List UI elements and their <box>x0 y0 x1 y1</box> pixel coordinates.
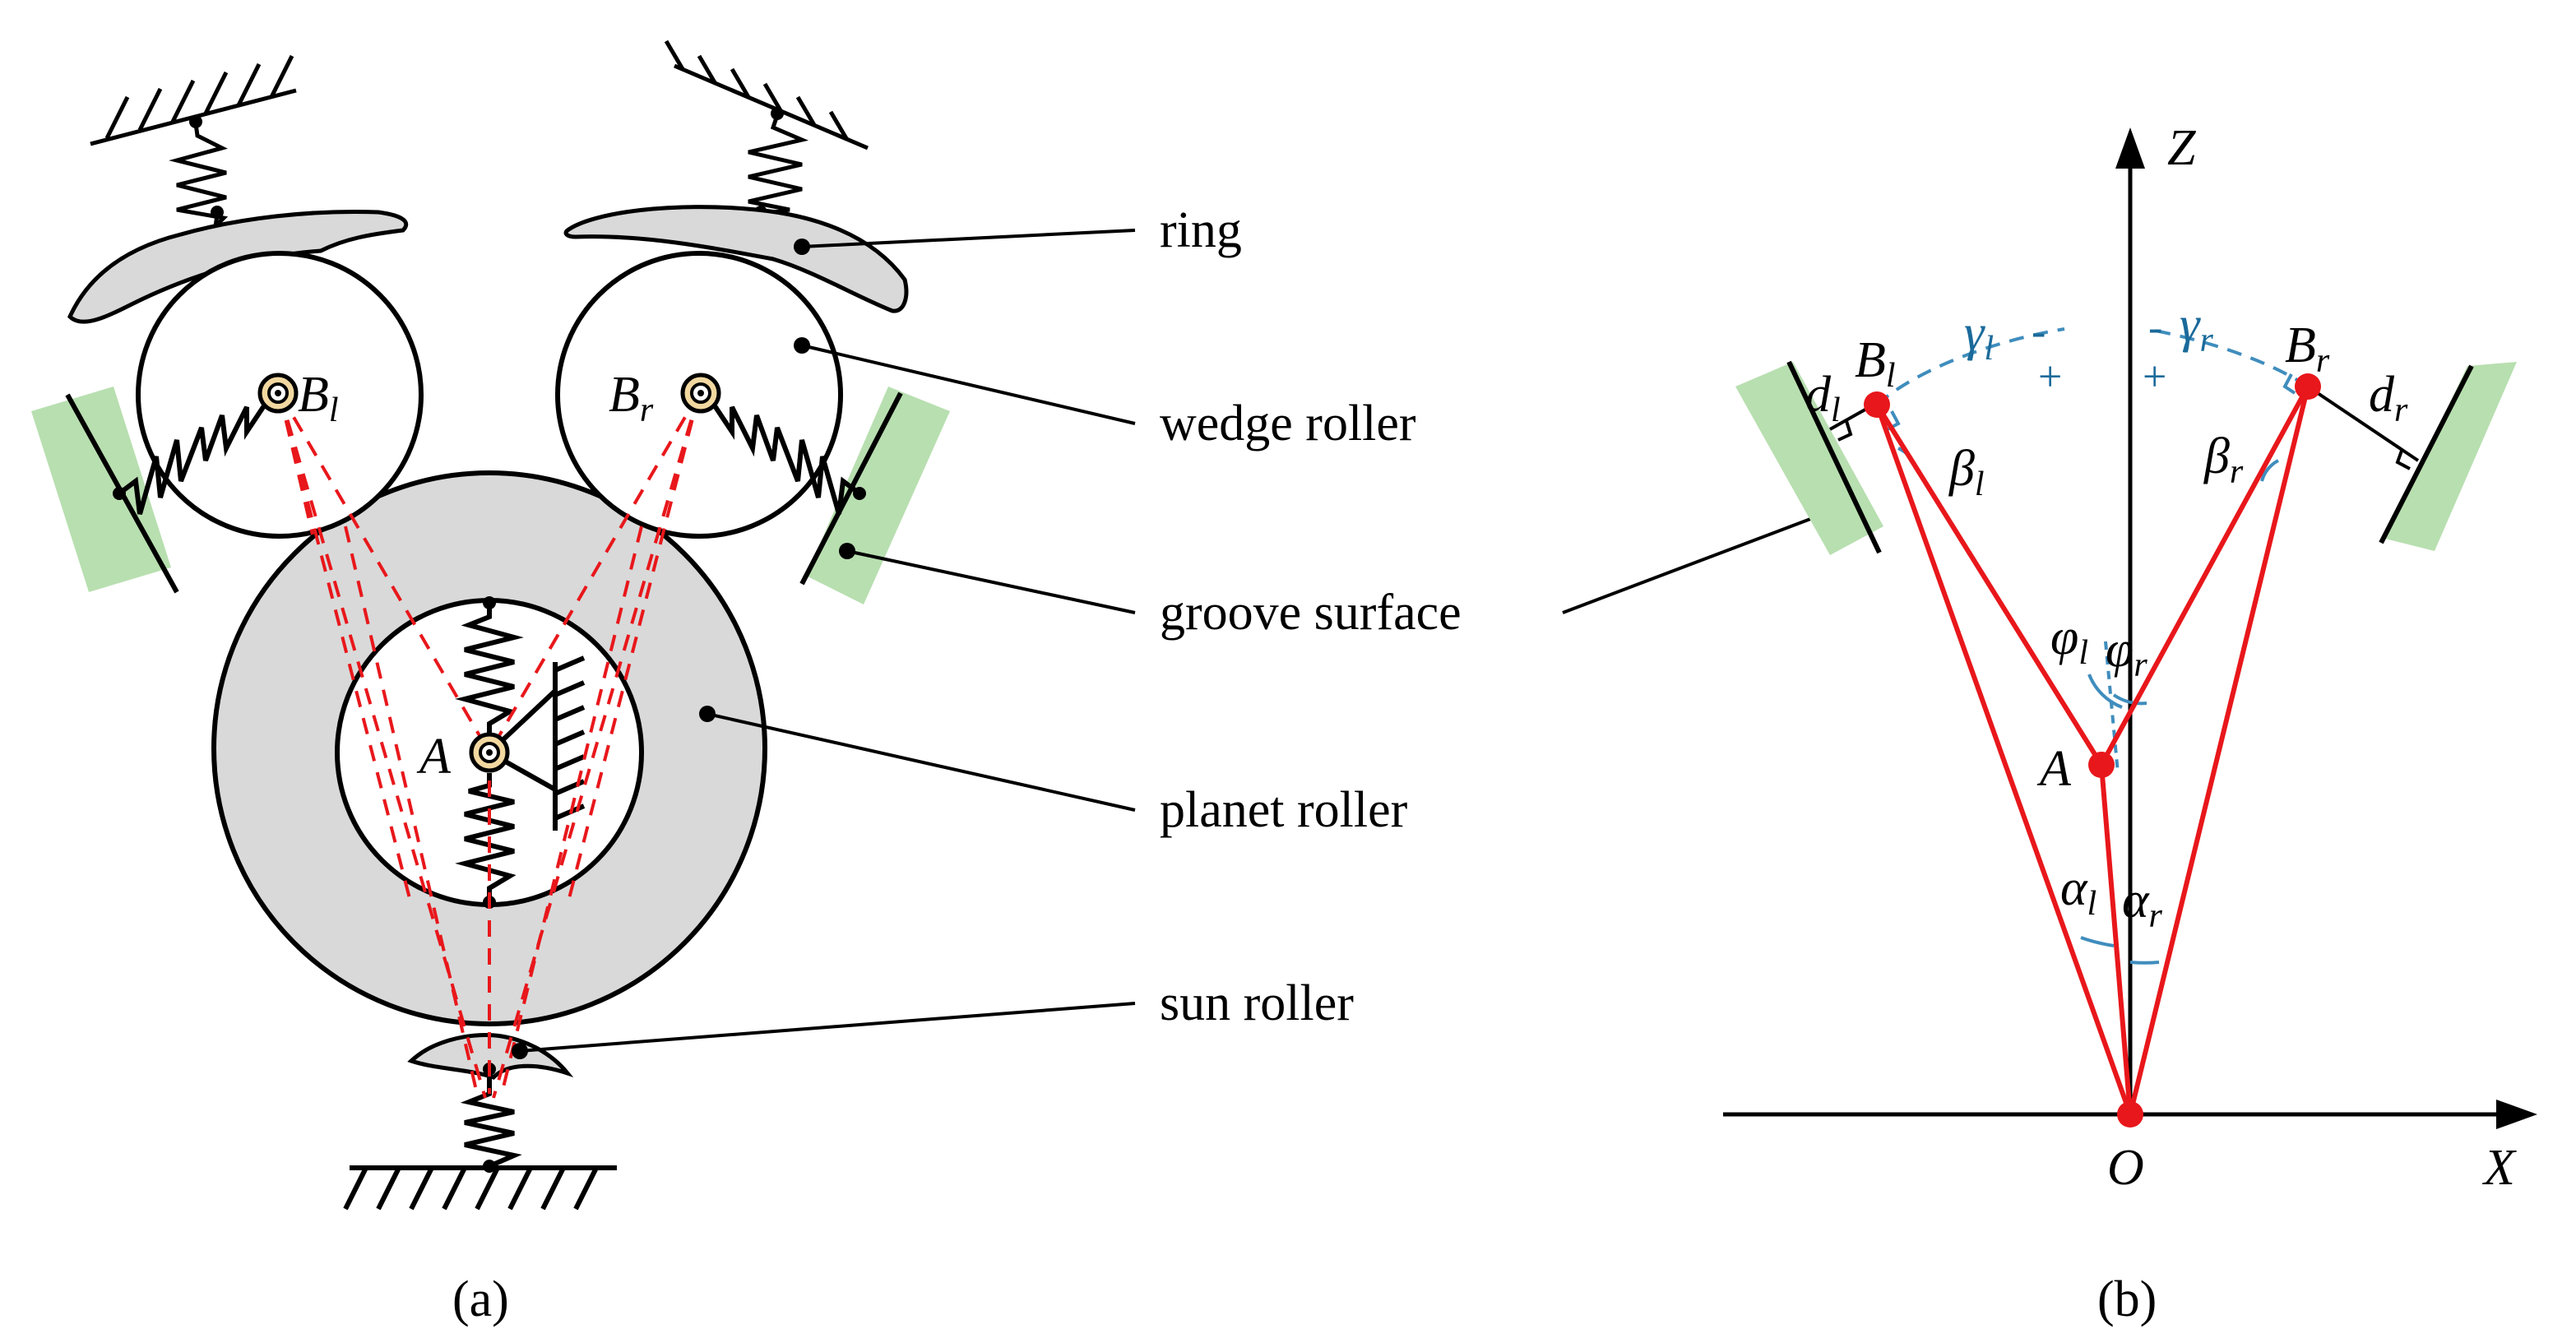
pin-br <box>680 373 721 414</box>
label-beta-r: βr <box>2203 428 2244 491</box>
ring-right <box>563 205 909 313</box>
label-dl: dl <box>1805 367 1841 429</box>
dashed-geometry-a <box>278 391 701 1099</box>
pin-a <box>469 732 510 773</box>
inner-fixed-wall <box>487 655 586 831</box>
spring-planet-lower <box>455 773 517 901</box>
groove-surface-b-right <box>2379 362 2517 551</box>
sign-plus-l: + <box>2038 354 2062 401</box>
callout-wedge-roller: wedge roller <box>1160 396 1416 452</box>
axes <box>1723 160 2509 1117</box>
d-lines <box>1829 385 2420 470</box>
sun-roller <box>407 1033 574 1080</box>
spring-top-left <box>169 123 229 233</box>
label-gamma-l: γl <box>1964 305 1994 368</box>
ground-top-right <box>664 39 869 151</box>
spring-wedge-right <box>705 393 861 515</box>
label-br: Br <box>609 367 654 429</box>
sign-minus-r: - <box>2148 304 2162 351</box>
z-axis-arrow <box>2115 127 2145 169</box>
axis-label-x: X <box>2481 1140 2517 1196</box>
spring-planet-upper <box>455 604 524 740</box>
label-a: A <box>416 729 452 785</box>
spring-top-right <box>748 114 809 216</box>
panel-b: Z X O <box>1723 120 2537 1327</box>
label-bl: Bl <box>298 367 339 429</box>
pin-bl <box>257 373 299 414</box>
callout-ring: ring <box>1160 202 1242 258</box>
callout-lines <box>519 229 1136 1053</box>
callout-planet-roller: planet roller <box>1160 782 1408 838</box>
panel-a: Bl Br A ring wedge roller groove surface… <box>31 39 1838 1327</box>
callout-dots <box>512 238 855 1059</box>
label-gamma-r: γr <box>2180 297 2213 359</box>
callout-groove-surface: groove surface <box>1160 585 1462 641</box>
label-origin: O <box>2107 1140 2144 1196</box>
caption-b: (b) <box>2097 1271 2157 1327</box>
x-axis-arrow <box>2496 1100 2537 1129</box>
sign-plus-r: + <box>2143 354 2166 401</box>
callout-line-groove-b <box>1562 510 1831 614</box>
label-b-br: Br <box>2285 317 2330 380</box>
pin-dot <box>189 115 202 128</box>
label-phi-r: φr <box>2106 622 2147 684</box>
ring-left <box>67 209 409 324</box>
label-b-bl: Bl <box>1855 332 1896 395</box>
spring-bottom <box>460 1069 522 1169</box>
points-b <box>1864 373 2321 1128</box>
callout-sun-roller: sun roller <box>1160 975 1354 1031</box>
label-dr: dr <box>2369 367 2408 429</box>
axis-label-z: Z <box>2167 120 2196 176</box>
groove-surface-b-left <box>1735 360 1883 555</box>
spring-wedge-left <box>118 393 274 515</box>
geometry-b <box>1874 385 2310 1116</box>
gamma-arc-right <box>2146 327 2310 388</box>
ground-bottom <box>343 1165 617 1211</box>
label-b-a: A <box>2036 741 2072 797</box>
label-phi-l: φl <box>2050 609 2088 672</box>
ground-top-left <box>90 54 297 146</box>
label-alpha-r: αr <box>2122 873 2163 935</box>
caption-a: (a) <box>452 1271 509 1327</box>
gamma-arc <box>1875 327 2065 406</box>
label-alpha-l: αl <box>2060 860 2096 923</box>
label-beta-l: βl <box>1948 441 1985 503</box>
pin-dot <box>211 206 224 219</box>
sign-minus-l: - <box>2032 308 2046 355</box>
